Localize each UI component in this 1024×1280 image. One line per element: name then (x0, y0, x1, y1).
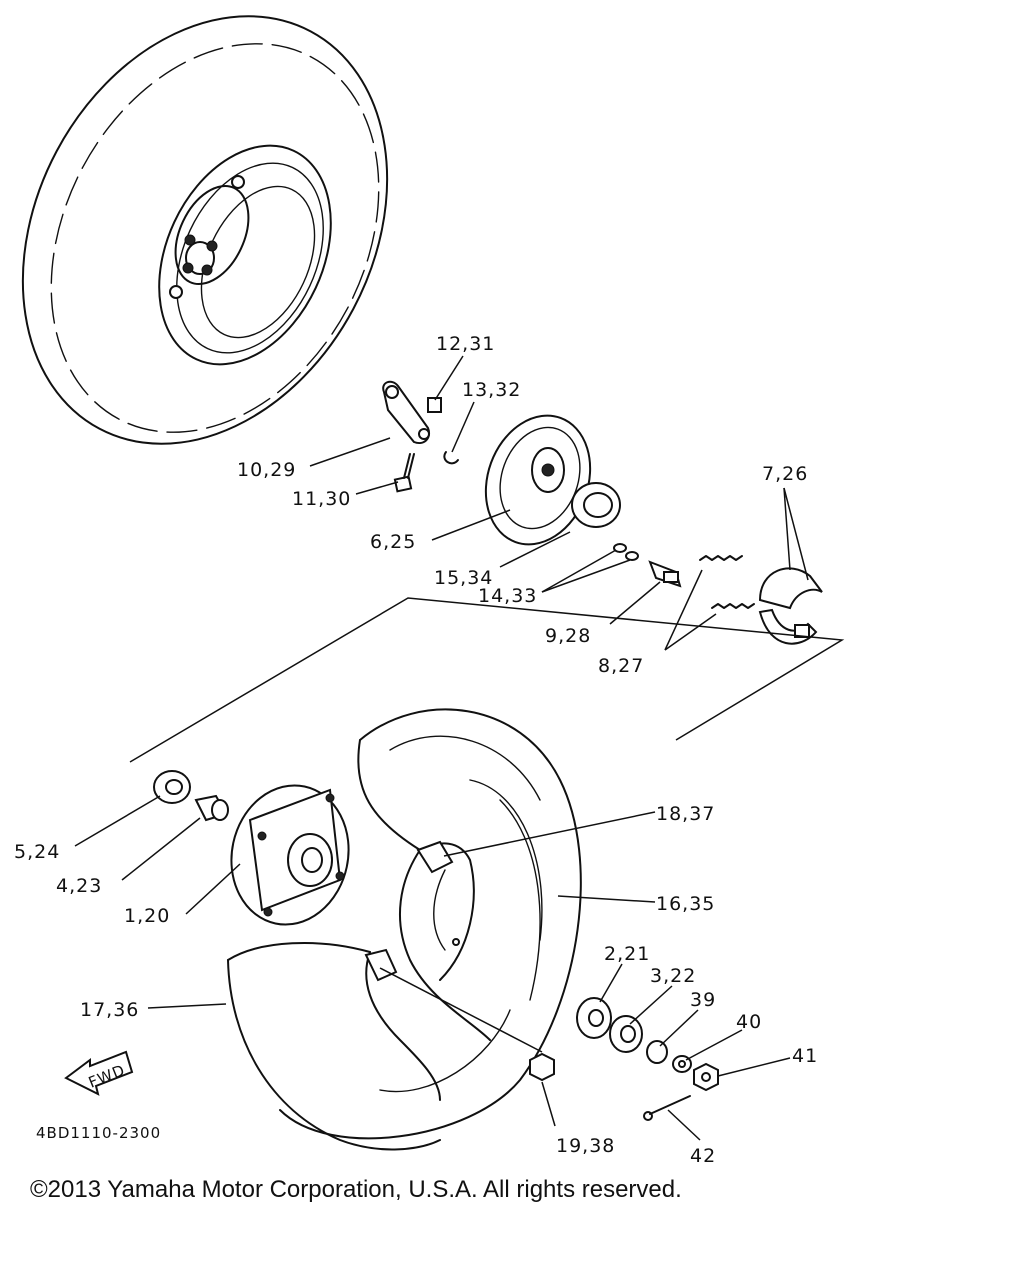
valve-nut-19-38 (529, 1052, 555, 1082)
callout-18-37: 18,37 (656, 803, 715, 825)
lever-nut (427, 397, 442, 413)
callout-4-23: 4,23 (56, 875, 102, 897)
callout-labels: 12,31 13,32 10,29 11,30 6,25 7,26 15,34 … (14, 333, 818, 1167)
wheel-hub (230, 784, 350, 926)
brake-seal-clip (443, 451, 459, 465)
callout-1-20: 1,20 (124, 905, 170, 927)
oil-seal (571, 482, 621, 528)
callout-5-24: 5,24 (14, 841, 60, 863)
callout-2-21: 2,21 (604, 943, 650, 965)
copyright-notice: ©2013 Yamaha Motor Corporation, U.S.A. A… (30, 1176, 682, 1203)
brake-camshaft (648, 560, 682, 588)
callout-7-26: 7,26 (762, 463, 808, 485)
callout-13-32: 13,32 (462, 379, 521, 401)
fwd-arrow-icon: FWD (64, 1050, 134, 1096)
return-springs (699, 555, 755, 609)
hub-spacer (194, 794, 229, 822)
callout-41: 41 (792, 1045, 818, 1067)
callout-8-27: 8,27 (598, 655, 644, 677)
assembled-wheel-drawing (21, 15, 389, 445)
callout-39: 39 (690, 989, 716, 1011)
brake-shoes (758, 567, 823, 645)
castle-nut-41 (693, 1062, 719, 1092)
brake-shoe-plate (484, 414, 592, 546)
spacer-39 (646, 1040, 668, 1064)
callout-12-31: 12,31 (436, 333, 495, 355)
leader-lines (74, 355, 809, 1141)
cotter-pin-42 (643, 1095, 691, 1121)
brake-camshaft-lever (382, 380, 430, 444)
callout-3-22: 3,22 (650, 965, 696, 987)
diagram-id: 4BD1110-2300 (36, 1124, 161, 1142)
callout-42: 42 (690, 1145, 716, 1167)
callout-11-30: 11,30 (292, 488, 351, 510)
callout-16-35: 16,35 (656, 893, 715, 915)
hub-bearing-right (576, 997, 612, 1039)
collar (609, 1015, 643, 1053)
callout-10-29: 10,29 (237, 459, 296, 481)
callout-14-33: 14,33 (478, 585, 537, 607)
tire-and-rim-drawing (227, 708, 582, 1151)
callout-19-38: 19,38 (556, 1135, 615, 1157)
callout-40: 40 (736, 1011, 762, 1033)
o-rings (613, 543, 639, 561)
callout-9-28: 9,28 (545, 625, 591, 647)
callout-6-25: 6,25 (370, 531, 416, 553)
lever-bolt (393, 453, 415, 493)
hub-bearing-left (153, 770, 191, 804)
callout-17-36: 17,36 (80, 999, 139, 1021)
callout-15-34: 15,34 (434, 567, 493, 589)
exploded-view-outline (129, 597, 845, 763)
